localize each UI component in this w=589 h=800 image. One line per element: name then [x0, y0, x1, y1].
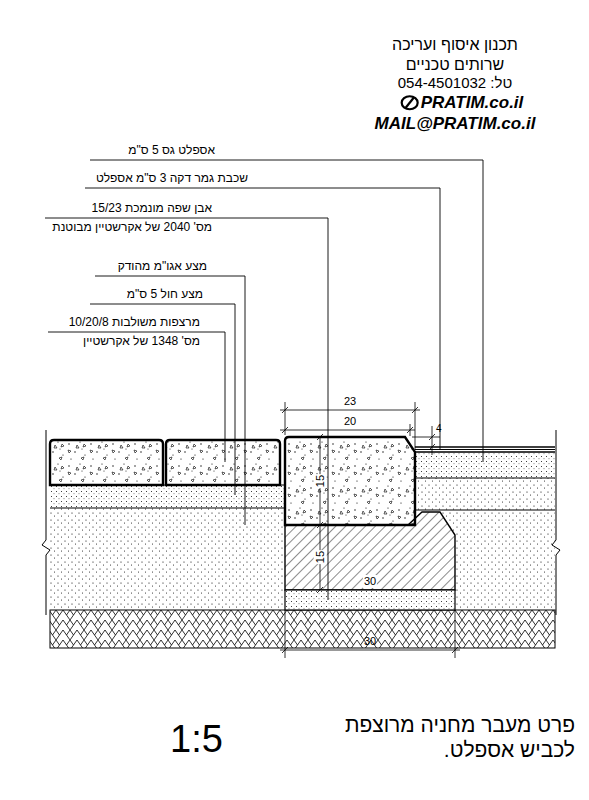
- callout-label: מרצפות משולבות 10/20/8: [69, 316, 200, 330]
- callout-label: מס' 1348 של אקרשטיין: [83, 335, 200, 349]
- dimension-text: 20: [344, 415, 356, 428]
- natural-ground: [50, 610, 555, 648]
- logo-mark: [402, 96, 418, 109]
- title-block-text: MAIL@PRATIM.co.il: [375, 114, 536, 134]
- lean-concrete: [285, 590, 455, 610]
- lean-concrete: [285, 590, 455, 610]
- asphalt-wearing-course: [415, 447, 555, 510]
- logo-slash: [406, 98, 414, 108]
- paver: [166, 440, 280, 485]
- drawing-caption: פרט מעבר מחניה מרוצפת לכביש אספלט.: [305, 712, 575, 762]
- leader-line: [45, 160, 483, 600]
- callout-label: אבן שפה מונמכת 15/23: [92, 202, 212, 216]
- callout-label: מצע חול 5 ס"מ: [127, 288, 203, 302]
- sand-layer: [50, 485, 285, 508]
- title-block-text: תכנון איסוף ועריכה: [392, 36, 518, 54]
- dimension-text: 30: [363, 575, 377, 588]
- callout-label: אספלט גס 5 ס"מ: [128, 144, 215, 158]
- title-block-text: שרותים טכניים: [406, 56, 504, 74]
- dimension-line: [280, 402, 460, 658]
- break-line: [42, 430, 560, 615]
- title-block-text: טל: 054-4501032: [398, 74, 513, 91]
- title-block-text: PRATIM.co.il: [421, 93, 524, 113]
- callout-label: שכבת גמר דקה 3 ס"מ אספלט: [96, 172, 248, 186]
- dimension-text: 15: [314, 474, 327, 488]
- logo-ring: [402, 96, 418, 109]
- callout-label: מצע אגו"מ מהודק: [118, 260, 207, 274]
- subbase-layer: [50, 508, 285, 610]
- coarse-asphalt: [415, 453, 555, 478]
- callout-label: מס' 2040 של אקרשטיין מבוטנת: [52, 221, 212, 235]
- base-layer: [415, 478, 555, 510]
- dimension-text: 4: [436, 423, 442, 435]
- scale-text: 1:5: [170, 718, 223, 762]
- paver: [50, 440, 163, 485]
- dimension-text: 15: [314, 550, 327, 564]
- layer-line: [50, 507, 285, 508]
- dimension-text: 30: [364, 635, 376, 648]
- dimension-text: 23: [344, 395, 356, 408]
- curb-stone: [285, 437, 415, 525]
